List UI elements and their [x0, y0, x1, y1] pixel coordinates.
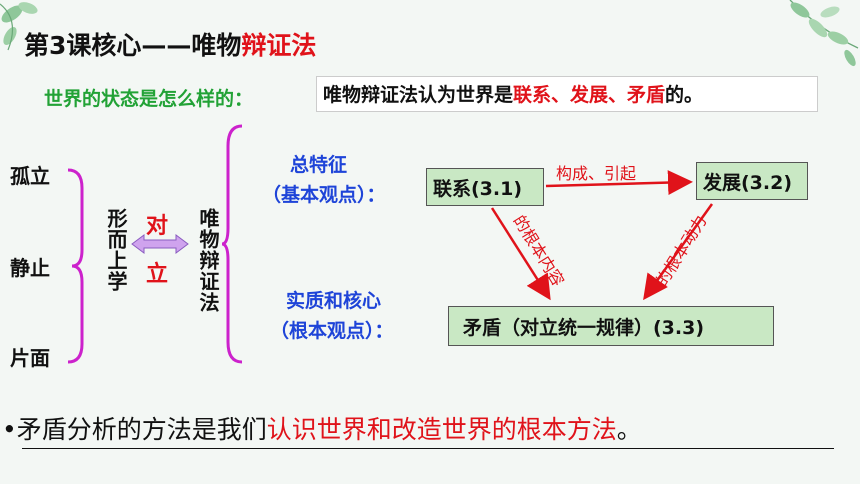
node-lianxi: 联系(3.1) — [426, 168, 544, 206]
trait-static: 静止 — [10, 256, 50, 280]
trait-one-sided: 片面 — [10, 346, 50, 370]
arrow-fazhan-to-maodun — [643, 203, 714, 301]
leaf-decoration-left — [0, 2, 38, 51]
brace-right — [222, 124, 243, 364]
question-text: 世界的状态是怎么样的： — [44, 88, 254, 110]
essence-core-sublabel: （根本观点）： — [270, 320, 394, 342]
opposition-char-1: 对 — [146, 214, 169, 239]
answer-box: 唯物辩证法认为世界是联系、发展、矛盾的。 — [316, 76, 818, 112]
bottom-statement: •矛盾分析的方法是我们认识世界和改造世界的根本方法。 — [2, 415, 642, 444]
opposition-char-2: 立 — [146, 262, 169, 287]
arrow-lianxi-to-fazhan — [545, 170, 693, 196]
metaphysics-label: 形而上学 — [104, 208, 128, 292]
page-title: 第3课核心——唯物辩证法 — [24, 31, 317, 60]
node-fazhan: 发展(3.2) — [696, 162, 808, 200]
double-arrow-icon — [131, 234, 189, 254]
leaf-decoration-right — [789, 0, 859, 67]
edge-label-constitutes: 构成、引起 — [556, 164, 637, 183]
node-maodun: 矛盾（对立统一规律）(3.3) — [448, 306, 774, 346]
general-feature-sublabel: （基本观点）： — [262, 184, 386, 206]
bottom-underline — [22, 448, 834, 449]
general-feature-label: 总特征 — [290, 154, 348, 176]
dialectics-label: 唯物辩证法 — [196, 208, 220, 313]
trait-isolated: 孤立 — [10, 164, 50, 188]
brace-left — [67, 168, 84, 364]
essence-core-label: 实质和核心 — [286, 290, 382, 312]
arrow-lianxi-to-maodun — [490, 207, 551, 301]
